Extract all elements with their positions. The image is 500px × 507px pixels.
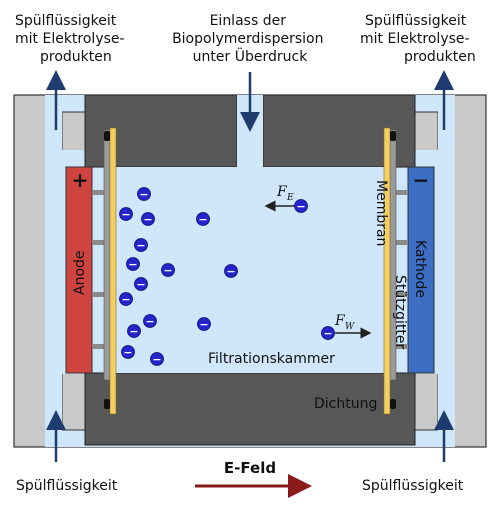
negative-ion-icon (119, 292, 133, 306)
negative-ion-icon (150, 352, 164, 366)
negative-ion-icon (197, 317, 211, 331)
negative-ion-icon (224, 264, 238, 278)
ion-sign: − (136, 278, 145, 291)
negative-ion-icon (196, 212, 210, 226)
negative-ion-icon (141, 212, 155, 226)
force-w-symbol: F (334, 313, 346, 329)
ion-sign: − (136, 239, 145, 252)
ion-sign: − (139, 188, 148, 201)
negative-ion-icon (127, 324, 141, 338)
dichtung-label: Dichtung (314, 396, 377, 412)
left-membrane (109, 127, 117, 415)
ion-sign: − (121, 293, 130, 306)
negative-ion-icon (126, 257, 140, 271)
ion-sign: − (129, 325, 138, 338)
negative-ion-icon (121, 345, 135, 359)
ion-sign: − (128, 258, 137, 271)
seal-top-right (390, 131, 396, 141)
seal-bottom-left (104, 399, 110, 409)
right-outer-channel (438, 95, 455, 447)
ion-sign: − (296, 200, 305, 213)
ion-sign: − (163, 264, 172, 277)
ion-sign: − (143, 213, 152, 226)
top-center-label: Einlass der Biopolymerdispersion unter Ü… (172, 13, 328, 65)
negative-ion-icon (321, 326, 335, 340)
bottom-right-label: Spülflüssigkeit (362, 478, 464, 494)
ion-sign: − (198, 213, 207, 226)
right-membrane (383, 127, 391, 415)
bottom-block (84, 372, 416, 446)
minus-sign: − (413, 168, 430, 192)
ion-sign: − (123, 346, 132, 359)
filtration-chamber (116, 167, 384, 373)
filtrationskammer-label: Filtrationskammer (208, 351, 335, 367)
top-right-label: Spülflüssigkeit mit Elektrolyse- produkt… (360, 13, 476, 65)
seal-top-left (104, 131, 110, 141)
kathode (407, 166, 435, 374)
anode-label: Anode (72, 250, 88, 295)
ion-sign: − (199, 318, 208, 331)
seal-bottom-right (390, 399, 396, 409)
top-left-label: Spülflüssigkeit mit Elektrolyse- produkt… (15, 13, 129, 65)
negative-ion-icon (134, 277, 148, 291)
force-e-symbol: F (276, 184, 288, 200)
ion-sign: − (152, 353, 161, 366)
negative-ion-icon (119, 207, 133, 221)
ion-sign: − (323, 327, 332, 340)
anode (65, 166, 93, 374)
e-field-label: E-Feld (224, 459, 276, 477)
negative-ion-icon (134, 238, 148, 252)
kathode-label: Kathode (412, 240, 428, 298)
force-e-subscript: E (286, 193, 294, 203)
bottom-left-label: Spülflüssigkeit (16, 478, 118, 494)
negative-ion-icon (294, 199, 308, 213)
stuetzgitter-label: Stützgitter (392, 275, 408, 349)
negative-ion-icon (161, 263, 175, 277)
membran-label: Membran (373, 180, 389, 246)
ion-group: −−−−−−−−−−−−−−−−− (119, 187, 335, 366)
negative-ion-icon (137, 187, 151, 201)
left-outer-channel (45, 95, 62, 447)
ion-sign: − (121, 208, 130, 221)
ion-sign: − (145, 315, 154, 328)
ion-sign: − (226, 265, 235, 278)
force-w-subscript: W (345, 322, 355, 332)
negative-ion-icon (143, 314, 157, 328)
plus-sign: + (72, 168, 89, 192)
